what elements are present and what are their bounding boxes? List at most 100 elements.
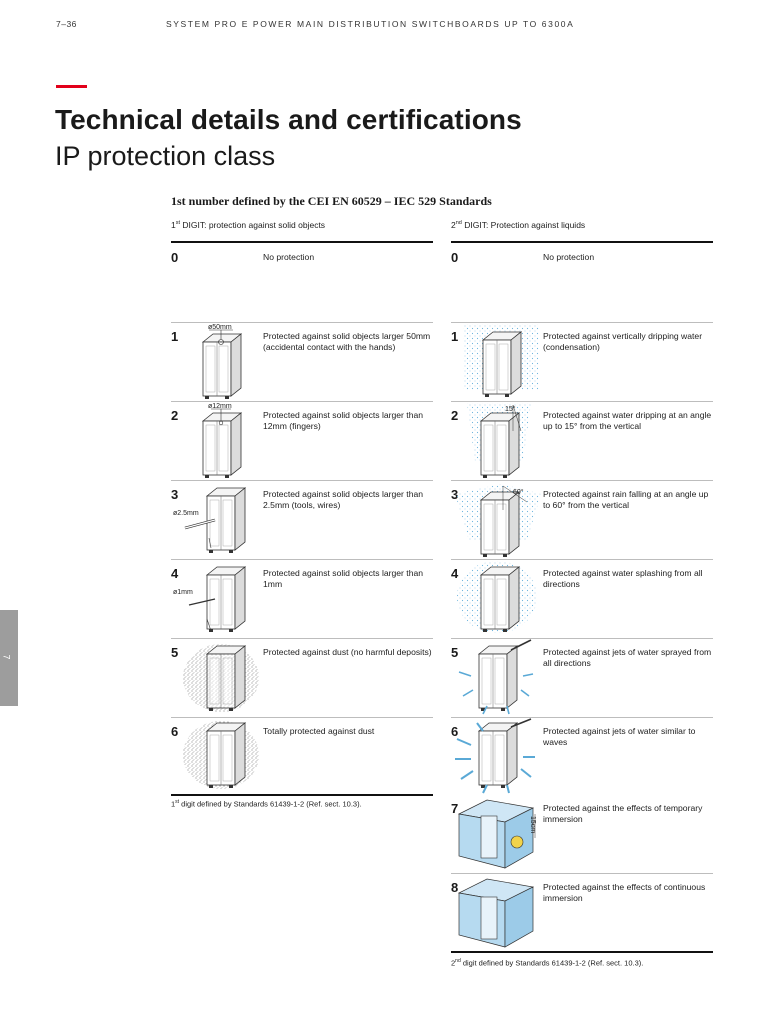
row-separator — [171, 480, 433, 481]
dust-protected-illustration — [183, 644, 259, 712]
footnote-text: digit defined by Standards 61439-1-2 (Re… — [460, 958, 644, 968]
protection-description: Protected against solid objects larger t… — [263, 489, 424, 510]
header-text: DIGIT: protection against solid objects — [180, 220, 326, 230]
ip-digit: 0 — [171, 250, 179, 265]
ip-digit: 7 — [451, 801, 459, 816]
protection-description: Protected against vertically dripping wa… — [543, 331, 703, 352]
protection-description: Protected against the effects of tempora… — [543, 803, 703, 824]
header-digit: 2 — [451, 220, 456, 230]
size-label: ø1mm — [173, 589, 193, 596]
row-separator — [451, 873, 713, 874]
protection-description: No protection — [263, 252, 315, 262]
protection-description: Protected against water splashing from a… — [543, 568, 703, 589]
footnote-ordinal: nd — [455, 958, 461, 964]
right-row-7: 7 15cm Protected against the effects of … — [451, 794, 713, 873]
ip-digit: 2 — [171, 408, 179, 423]
right-row-8: 8 Protected against the effects of conti… — [451, 873, 713, 952]
ip-digit: 4 — [171, 566, 179, 581]
left-footnote: 1st digit defined by Standards 61439-1-2… — [171, 799, 362, 809]
left-row-1: 1 ø50mm Protected against solid objects … — [171, 322, 433, 401]
row-separator — [171, 717, 433, 718]
chapter-number: 7 — [1, 654, 12, 660]
ip-digit: 0 — [451, 250, 459, 265]
size-label: ø12mm — [208, 403, 232, 410]
right-row-0: 0 No protection — [451, 243, 713, 322]
left-row-5: 5 Protected against dust (no harmful dep… — [171, 638, 433, 717]
cabinet-12mm-illustration: ø12mm — [202, 403, 242, 479]
left-row-2: 2 ø12mm Protected against solid objects … — [171, 401, 433, 480]
page-title: Technical details and certifications — [55, 104, 522, 135]
ip-digit: 6 — [171, 724, 179, 739]
right-column-rule — [451, 241, 713, 243]
ip-digit: 6 — [451, 724, 459, 739]
running-title: SYSTEM PRO E POWER MAIN DISTRIBUTION SWI… — [166, 19, 575, 29]
protection-description: Totally protected against dust — [263, 726, 375, 736]
powerful-jets-illustration — [455, 718, 535, 794]
left-column-header: 1st DIGIT: protection against solid obje… — [171, 220, 325, 230]
protection-description: Protected against jets of water sprayed … — [543, 647, 712, 668]
right-row-2: 2 15° Protected against water dripping a… — [451, 401, 713, 480]
splash-illustration — [457, 561, 537, 633]
protection-description: Protected against the effects of continu… — [543, 882, 706, 903]
protection-description: Protected against solid objects larger t… — [263, 410, 424, 431]
right-row-3: 3 60° Protected against rain falling at … — [451, 480, 713, 559]
cabinet-50mm-illustration: ø50mm — [202, 324, 242, 400]
ip-digit: 5 — [171, 645, 179, 660]
footnote-digit: 2 — [451, 958, 456, 968]
row-separator — [171, 322, 433, 323]
dust-tight-illustration — [183, 721, 259, 789]
header-digit: 1 — [171, 220, 176, 230]
left-column-bottom-rule — [171, 794, 433, 796]
right-column-header: 2nd DIGIT: Protection against liquids — [451, 220, 585, 230]
right-row-1: 1 Protected against vertically dripping … — [451, 322, 713, 401]
protection-description: Protected against water dripping at an a… — [543, 410, 712, 431]
ip-digit: 3 — [171, 487, 179, 502]
temporary-immersion-illustration: 15cm — [457, 799, 536, 869]
row-separator — [451, 717, 713, 718]
row-separator — [451, 559, 713, 560]
protection-description: Protected against rain falling at an ang… — [543, 489, 709, 510]
angle-label: 15° — [505, 405, 516, 413]
protection-description: No protection — [543, 252, 595, 262]
page-number: 7–36 — [56, 19, 77, 29]
row-separator — [451, 401, 713, 402]
ip-digit: 1 — [171, 329, 179, 344]
ip-digit: 8 — [451, 880, 459, 895]
ip-digit: 4 — [451, 566, 459, 581]
depth-label: 15cm — [529, 816, 536, 833]
left-row-4: 4 ø1mm Protected against solid objects l… — [171, 559, 433, 638]
size-label: ø50mm — [208, 324, 232, 331]
row-separator — [171, 638, 433, 639]
footnote-digit: 1 — [171, 799, 176, 809]
left-column-rule — [171, 241, 433, 243]
right-row-5: 5 Protected against jets of water spraye… — [451, 638, 713, 717]
protection-description: Protected against dust (no harmful depos… — [263, 647, 432, 657]
header-text: DIGIT: Protection against liquids — [461, 220, 586, 230]
footnote-text: digit defined by Standards 61439-1-2 (Re… — [179, 799, 362, 809]
row-separator — [171, 559, 433, 560]
row-separator — [451, 480, 713, 481]
header-ordinal: nd — [455, 220, 462, 227]
ip-digit: 1 — [451, 329, 459, 344]
vertical-drip-illustration — [463, 324, 539, 398]
water-jets-illustration — [458, 639, 534, 715]
right-column-bottom-rule — [451, 951, 713, 953]
protection-description: Protected against jets of water similar … — [543, 726, 696, 747]
right-row-4: 4 Protected against water splashing from… — [451, 559, 713, 638]
row-separator — [171, 401, 433, 402]
right-row-6: 6 Protected against jets of water simila… — [451, 717, 713, 796]
right-footnote: 2nd digit defined by Standards 61439-1-2… — [451, 958, 643, 968]
rain-60-illustration: 60° — [455, 484, 541, 558]
cabinet-2-5mm-illustration: ø2.5mm — [173, 487, 246, 554]
row-separator — [451, 638, 713, 639]
footnote-ordinal: st — [175, 799, 180, 805]
row-separator — [451, 322, 713, 323]
size-label: ø2.5mm — [173, 510, 199, 517]
protection-description: Protected against solid objects larger 5… — [263, 331, 431, 352]
cabinet-1mm-illustration: ø1mm — [173, 566, 246, 633]
angle-label: 60° — [513, 488, 524, 496]
continuous-immersion-illustration — [457, 878, 535, 948]
standards-heading: 1st number defined by the CEI EN 60529 –… — [171, 194, 492, 208]
ip-digit: 2 — [451, 408, 459, 423]
header-ordinal: st — [175, 220, 181, 227]
